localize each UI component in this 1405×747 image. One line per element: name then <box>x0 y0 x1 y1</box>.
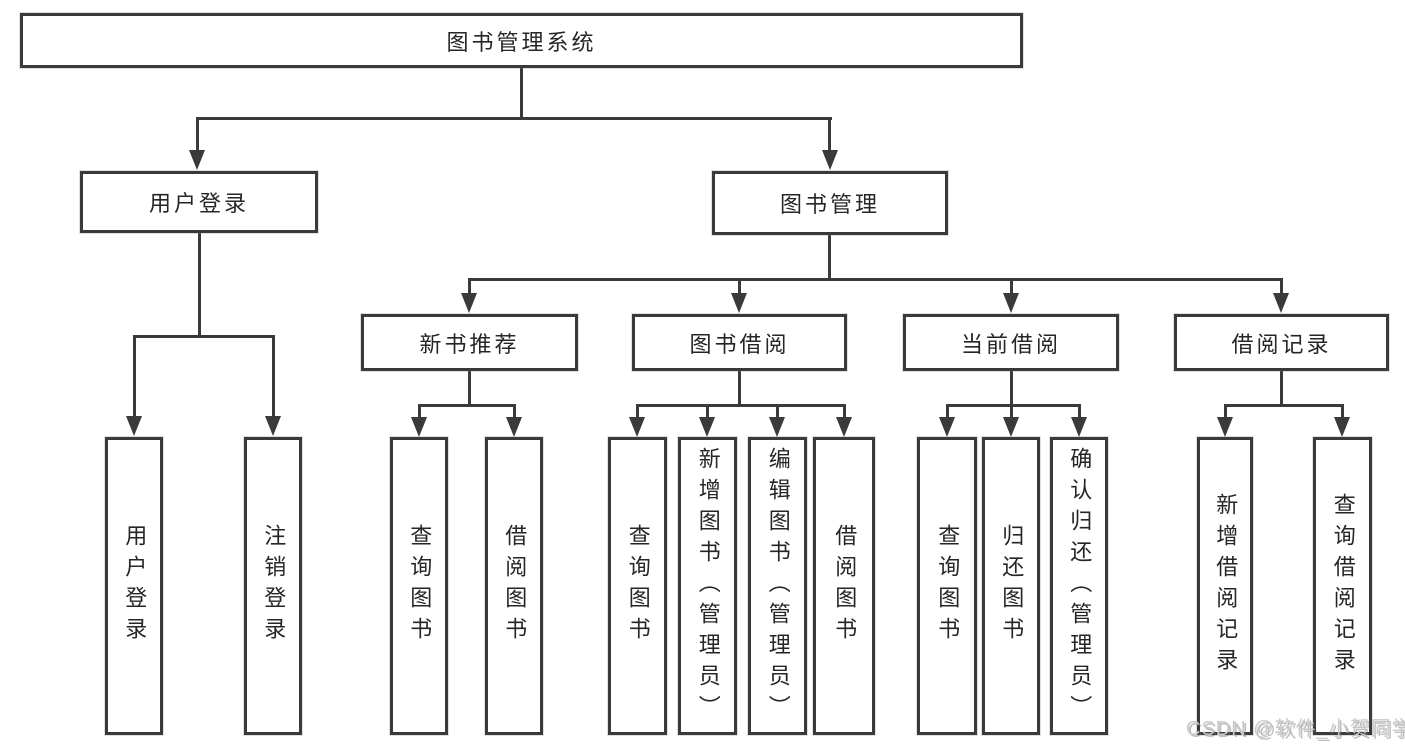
connector-new-book-recommend-drop <box>468 371 471 406</box>
arrow-down-user-login <box>189 150 205 170</box>
connector-stem-book-borrow <box>738 278 741 294</box>
connector-book-management-bus <box>468 278 1282 281</box>
connector-stem-bb-borrow-book <box>843 404 846 418</box>
node-new-book-recommend-label: 新书推荐 <box>419 331 520 357</box>
connector-stem-borrow-record <box>1280 278 1283 294</box>
arrow-down-current-borrow <box>1003 293 1019 313</box>
arrow-down-rec-borrow-book <box>506 417 522 437</box>
connector-stem-new-book-recommend <box>468 278 471 294</box>
node-borrow-record-label: 借阅记录 <box>1231 331 1332 357</box>
connector-stem-leaf-user-login <box>133 335 136 417</box>
connector-stem-rec-borrow-book <box>513 404 516 418</box>
arrow-down-borrow-record <box>1273 293 1289 313</box>
leaf-bb-query-book-label: 查询图书 <box>625 524 651 648</box>
arrow-down-br-query-record <box>1334 417 1350 437</box>
leaf-cb-query-book-label: 查询图书 <box>935 524 961 648</box>
arrow-down-bb-borrow-book <box>836 417 852 437</box>
node-user-login-label: 用户登录 <box>148 191 249 216</box>
connector-stem-bb-add-book <box>706 404 709 418</box>
connector-book-borrow-bus <box>636 404 846 407</box>
connector-stem-cb-query-book <box>946 404 949 418</box>
leaf-bb-edit-book: 编辑图书（管理员） <box>748 437 807 735</box>
leaf-br-add-record: 新增借阅记录 <box>1197 437 1253 735</box>
connector-user-login-drop <box>198 233 201 337</box>
node-borrow-record: 借阅记录 <box>1174 314 1389 371</box>
leaf-rec-borrow-book-label: 借阅图书 <box>502 524 528 648</box>
connector-stem-leaf-logout <box>272 335 275 417</box>
leaf-bb-add-book-label: 新增图书（管理员） <box>695 446 721 726</box>
leaf-user-login-label: 用户登录 <box>122 524 148 648</box>
leaf-user-login: 用户登录 <box>105 437 163 735</box>
connector-root-bus <box>196 117 832 120</box>
connector-user-login-bus <box>133 335 275 338</box>
leaf-br-query-record-label: 查询借阅记录 <box>1330 493 1356 679</box>
node-book-management-label: 图书管理 <box>779 192 880 217</box>
leaf-rec-borrow-book: 借阅图书 <box>485 437 543 735</box>
arrow-down-br-add-record <box>1217 417 1233 437</box>
leaf-bb-borrow-book: 借阅图书 <box>813 437 875 735</box>
connector-stem-cb-return-book <box>1010 404 1013 418</box>
node-book-borrow: 图书借阅 <box>632 314 847 371</box>
connector-borrow-record-bus <box>1224 404 1344 407</box>
connector-book-borrow-drop <box>738 371 741 406</box>
connector-stem-bb-query-book <box>636 404 639 418</box>
arrow-down-book-borrow <box>731 293 747 313</box>
node-new-book-recommend: 新书推荐 <box>361 314 578 371</box>
connector-stem-book-management <box>828 117 831 152</box>
connector-stem-bb-edit-book <box>776 404 779 418</box>
node-current-borrow-label: 当前借阅 <box>960 331 1061 357</box>
leaf-cb-confirm-return: 确认归还（管理员） <box>1050 437 1108 735</box>
connector-book-management-drop <box>828 235 831 280</box>
connector-root-drop <box>520 68 523 118</box>
arrow-down-bb-add-book <box>699 417 715 437</box>
connector-stem-br-add-record <box>1224 404 1227 418</box>
node-book-management: 图书管理 <box>712 171 948 235</box>
node-book-borrow-label: 图书借阅 <box>689 331 790 357</box>
node-current-borrow: 当前借阅 <box>903 314 1119 371</box>
leaf-bb-borrow-book-label: 借阅图书 <box>832 524 858 648</box>
leaf-logout-label: 注销登录 <box>261 524 287 648</box>
leaf-bb-query-book: 查询图书 <box>608 437 667 735</box>
arrow-down-cb-confirm-return <box>1071 417 1087 437</box>
connector-stem-current-borrow <box>1010 278 1013 294</box>
node-user-login: 用户登录 <box>80 171 318 233</box>
arrow-down-cb-query-book <box>939 417 955 437</box>
leaf-logout: 注销登录 <box>244 437 302 735</box>
node-root-label: 图书管理系统 <box>446 29 597 55</box>
connector-stem-br-query-record <box>1341 404 1344 418</box>
arrow-down-cb-return-book <box>1003 417 1019 437</box>
leaf-cb-return-book: 归还图书 <box>982 437 1040 735</box>
connector-stem-cb-confirm-return <box>1078 404 1081 418</box>
leaf-cb-query-book: 查询图书 <box>917 437 977 735</box>
connector-current-borrow-drop <box>1010 371 1013 406</box>
leaf-rec-query-book-label: 查询图书 <box>407 524 433 648</box>
arrow-down-leaf-user-login <box>126 416 142 436</box>
leaf-br-add-record-label: 新增借阅记录 <box>1213 493 1239 679</box>
csdn-watermark: CSDN @软件_小贺同学 <box>1186 718 1405 740</box>
arrow-down-bb-edit-book <box>769 417 785 437</box>
arrow-down-rec-query-book <box>411 417 427 437</box>
connector-current-borrow-bus <box>946 404 1081 407</box>
leaf-rec-query-book: 查询图书 <box>390 437 448 735</box>
leaf-bb-add-book: 新增图书（管理员） <box>678 437 737 735</box>
arrow-down-book-management <box>822 150 838 170</box>
node-root: 图书管理系统 <box>20 13 1023 68</box>
arrow-down-bb-query-book <box>629 417 645 437</box>
connector-borrow-record-drop <box>1280 371 1283 406</box>
leaf-br-query-record: 查询借阅记录 <box>1313 437 1372 735</box>
leaf-cb-return-book-label: 归还图书 <box>999 524 1025 648</box>
connector-stem-user-login <box>196 117 199 152</box>
arrow-down-leaf-logout <box>265 416 281 436</box>
arrow-down-new-book-recommend <box>461 293 477 313</box>
connector-stem-rec-query-book <box>418 404 421 418</box>
leaf-cb-confirm-return-label: 确认归还（管理员） <box>1067 446 1093 726</box>
connector-new-book-recommend-bus <box>418 404 516 407</box>
leaf-bb-edit-book-label: 编辑图书（管理员） <box>765 446 791 726</box>
